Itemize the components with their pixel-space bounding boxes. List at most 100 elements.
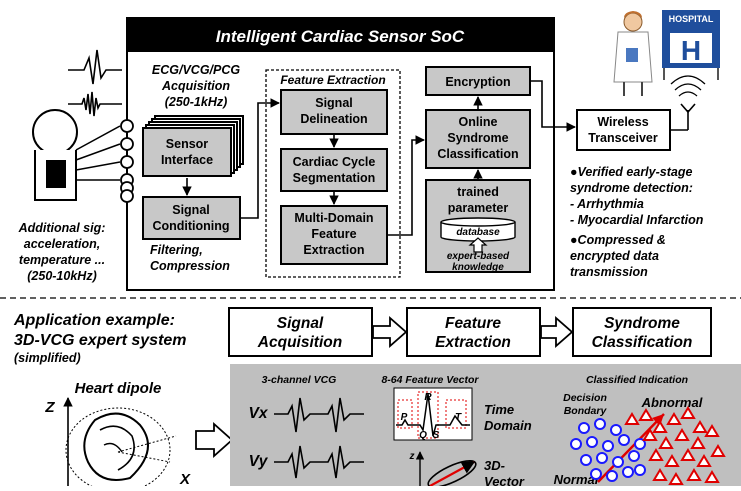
- multi-domain-line-3: Extraction: [303, 243, 364, 257]
- normal-marker: [622, 466, 634, 478]
- dipole-to-panel-arrow: [195, 421, 234, 459]
- abnormal-marker: [680, 448, 696, 461]
- abnormal-marker: [674, 428, 690, 441]
- abnormal-marker: [668, 472, 684, 485]
- z-axis-label: Z: [44, 399, 55, 416]
- doctor-icon: [613, 11, 653, 96]
- antenna-icon: [670, 75, 706, 131]
- flow-acquisition-line-1: Signal: [277, 315, 324, 332]
- additional-sig-line-2: acceleration,: [24, 237, 100, 251]
- abnormal-marker: [692, 420, 708, 433]
- normal-marker: [634, 464, 646, 476]
- abnormal-marker: [624, 412, 640, 425]
- normal-marker: [590, 468, 602, 480]
- feature-extraction-title: Feature Extraction: [280, 73, 385, 87]
- arrow-features-to-classification: [387, 135, 425, 236]
- normal-label: Normal: [554, 472, 599, 486]
- hospital-illustration: [662, 10, 720, 80]
- trained-parameter-line-1: trained: [457, 185, 499, 199]
- normal-marker: [580, 454, 592, 466]
- flow-arrow-1: [372, 316, 408, 348]
- abnormal-marker: [664, 454, 680, 467]
- abnormal-marker: [696, 454, 712, 467]
- additional-sig-line-3: temperature ...: [19, 253, 105, 267]
- encryption-box: [425, 66, 531, 96]
- database-label: database: [456, 227, 500, 238]
- decision-line-2: Bondary: [564, 405, 608, 417]
- additional-sig-line-4: (250-10kHz): [27, 269, 96, 283]
- expert-knowledge-line-2: knowledge: [452, 262, 504, 273]
- normal-marker: [570, 438, 582, 450]
- normal-marker: [586, 436, 598, 448]
- bullet-1-line-4: - Myocardial Infarction: [570, 213, 704, 227]
- soc-title: Intelligent Cardiac Sensor SoC: [216, 27, 465, 46]
- multi-domain-line-2: Feature: [311, 227, 356, 241]
- filtering-line-1: Filtering,: [150, 243, 203, 257]
- normal-marker: [628, 450, 640, 462]
- normal-marker: [612, 456, 624, 468]
- application-subtitle: (simplified): [14, 351, 81, 365]
- x-axis-label: X: [179, 471, 191, 486]
- abnormal-marker: [666, 412, 682, 425]
- arrow-conditioning-to-delineation: [240, 98, 280, 219]
- abnormal-marker: [680, 406, 696, 419]
- arrow-encryption-to-wireless: [530, 80, 576, 132]
- heart-dipole-figure: [63, 397, 177, 491]
- normal-marker: [594, 418, 606, 430]
- bullet-2-line-2: encrypted data: [570, 249, 659, 263]
- wireless-line-1: Wireless: [597, 115, 648, 129]
- flow-syndrome-box: [572, 307, 712, 357]
- multi-domain-line-1: Multi-Domain: [294, 211, 373, 225]
- vx-waveform: [274, 397, 364, 433]
- abnormal-marker: [690, 436, 706, 449]
- filtering-line-2: Compression: [150, 259, 230, 273]
- abnormal-marker: [658, 436, 674, 449]
- normal-marker: [606, 470, 618, 482]
- flow-syndrome-line-1: Syndrome: [604, 315, 680, 332]
- wave-label-s: S: [433, 430, 440, 441]
- wave-label-p: P: [401, 412, 408, 423]
- flow-syndrome-line-2: Classification: [592, 334, 693, 351]
- hospital-letter: H: [681, 35, 701, 66]
- flow-feature-box: [406, 307, 541, 357]
- feature-vector-title: 8-64 Feature Vector: [381, 374, 479, 386]
- bullet-1-line-2: syndrome detection:: [570, 181, 693, 195]
- bullet-1-line-3: - Arrhythmia: [570, 197, 644, 211]
- vy-label: Vy: [249, 453, 269, 470]
- bullet-1-line-1: ●Verified early-stage: [570, 165, 692, 179]
- abnormal-marker: [652, 420, 668, 433]
- analysis-panel: [230, 364, 741, 486]
- vy-waveform: [274, 445, 364, 479]
- flow-feature-line-1: Feature: [445, 315, 501, 332]
- online-syndrome-line-1: Online: [459, 115, 498, 129]
- acquisition-line-2: Acquisition: [161, 79, 230, 93]
- wave-label-r: R: [424, 392, 432, 403]
- abnormal-marker: [710, 444, 726, 457]
- 3d-vector-plot: [415, 451, 477, 488]
- time-domain-line-2: Domain: [484, 418, 532, 433]
- application-title-line-1: Application example:: [13, 312, 175, 329]
- application-title-line-2: 3D-VCG expert system: [14, 332, 187, 349]
- decision-line-1: Decision: [563, 392, 607, 404]
- sensor-interface-line-1: Sensor: [166, 137, 209, 151]
- flow-acquisition-box: [228, 307, 373, 357]
- heart-dipole-title: Heart dipole: [75, 380, 162, 397]
- hospital-sign-text: HOSPITAL: [669, 14, 714, 24]
- abnormal-marker: [648, 448, 664, 461]
- signal-delineation-line-1: Signal: [315, 96, 353, 110]
- expert-knowledge-line-1: expert-based: [447, 251, 510, 262]
- abnormal-marker: [652, 468, 668, 481]
- wireless-line-2: Transceiver: [588, 131, 658, 145]
- abnormal-label: Abnormal: [641, 395, 703, 410]
- vx-label: Vx: [249, 405, 269, 422]
- sensor-interface-stack: [142, 115, 244, 177]
- normal-marker: [610, 424, 622, 436]
- online-syndrome-line-3: Classification: [437, 147, 518, 161]
- vcg-title: 3-channel VCG: [262, 374, 337, 386]
- acquisition-line-1: ECG/VCG/PCG: [152, 63, 240, 77]
- vector-3d-line-2: Vector: [484, 474, 525, 486]
- classified-title: Classified Indication: [586, 374, 688, 386]
- pcg-waveform-icon: [68, 91, 122, 117]
